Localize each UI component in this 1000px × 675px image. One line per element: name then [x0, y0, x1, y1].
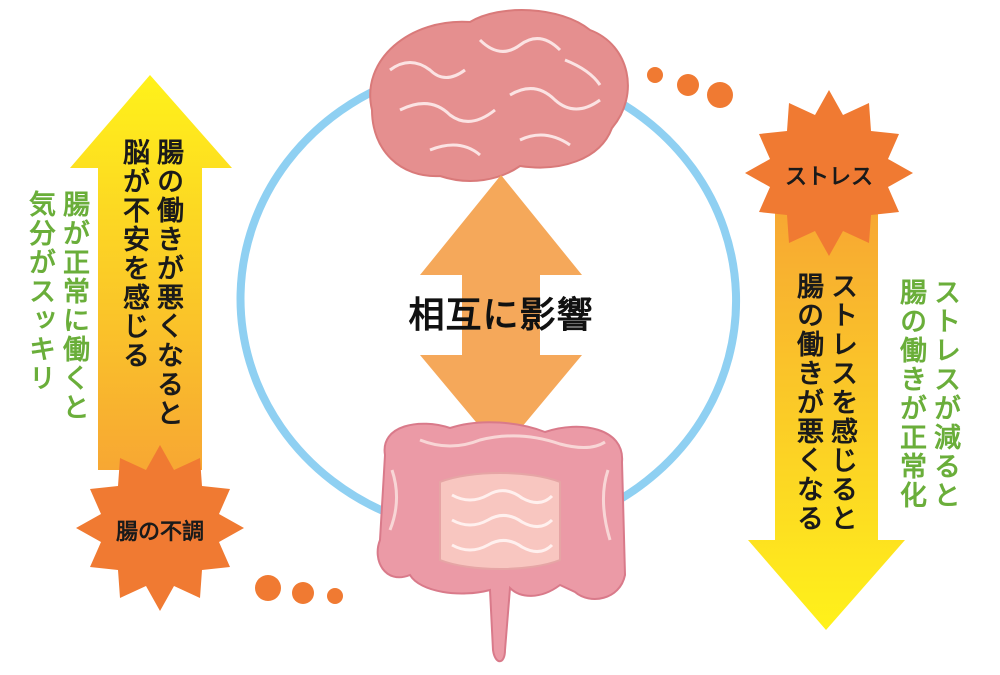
brain-illustration	[369, 9, 629, 182]
stress-burst	[745, 90, 913, 256]
right-green-line-2: 腸の働きが正常化	[895, 278, 926, 510]
left-green-line-2: 気分がスッキリ	[24, 190, 55, 393]
center-double-arrow	[420, 175, 582, 452]
gut-trouble-burst	[76, 445, 244, 611]
right-green-text: ストレスが減ると 腸の働きが正常化	[893, 278, 961, 538]
right-arrow-text: ストレスを感じると 腸の働きが悪くなる	[790, 272, 858, 552]
decorative-dots-bottom	[255, 575, 343, 604]
left-arrow-line-1: 腸の働きが悪くなると	[152, 138, 183, 428]
left-green-text: 腸が正常に働くと 気分がスッキリ	[22, 190, 90, 470]
left-arrow-text: 腸の働きが悪くなると 脳が不安を感じる	[116, 138, 184, 468]
cycle-arrows	[236, 74, 741, 520]
left-green-line-1: 腸が正常に働くと	[58, 190, 89, 422]
center-title: 相互に影響	[408, 295, 594, 336]
left-up-arrow	[70, 75, 232, 470]
intestine-illustration	[376, 421, 627, 663]
decorative-dots-top	[647, 67, 733, 108]
left-arrow-line-2: 脳が不安を感じる	[118, 138, 149, 370]
gut-trouble-label: 腸の不調	[115, 520, 204, 545]
right-green-line-1: ストレスが減ると	[929, 278, 960, 510]
right-down-arrow	[748, 210, 905, 630]
right-arrow-line-2: 腸の働きが悪くなる	[792, 272, 823, 533]
right-arrow-line-1: ストレスを感じると	[826, 272, 857, 533]
stress-label: ストレス	[784, 165, 873, 190]
